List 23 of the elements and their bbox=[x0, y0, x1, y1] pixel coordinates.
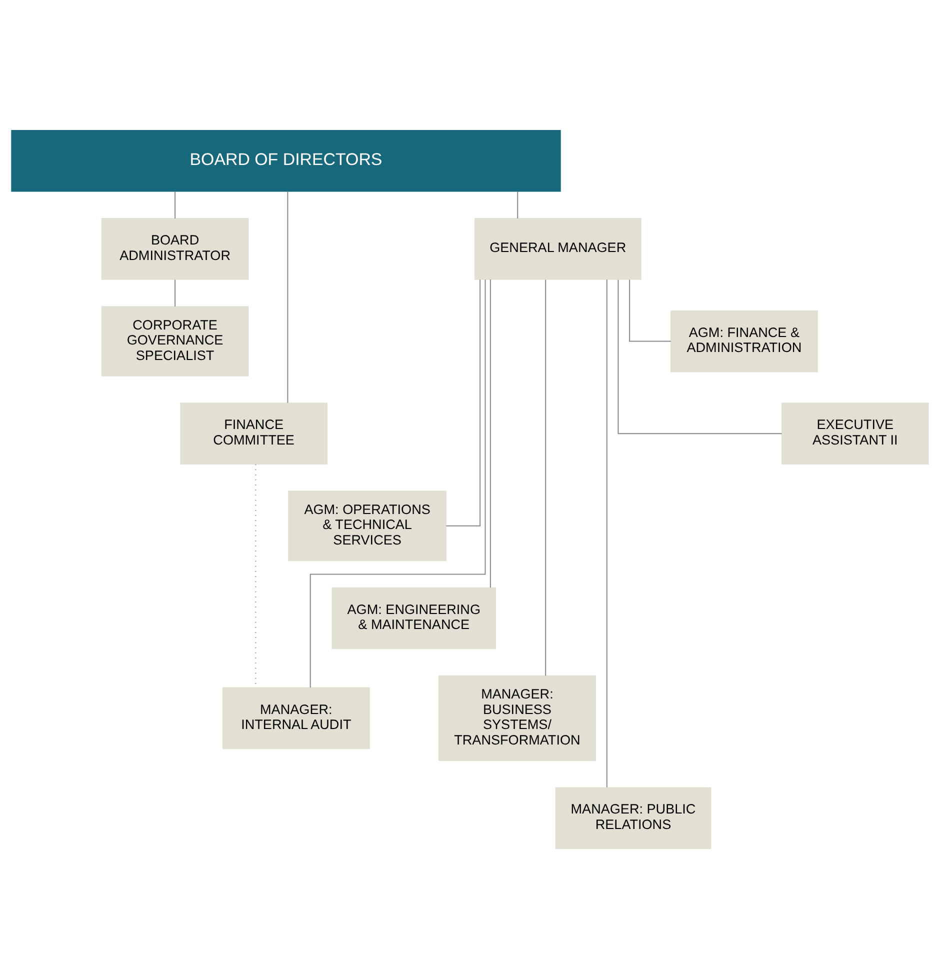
node-box: BOARD OF DIRECTORS bbox=[11, 130, 561, 192]
node-box: MANAGER: BUSINESS SYSTEMS/ TRANSFORMATION bbox=[438, 675, 596, 761]
node-box: MANAGER: PUBLIC RELATIONS bbox=[555, 787, 712, 850]
node-box: MANAGER: INTERNAL AUDIT bbox=[222, 687, 370, 750]
node-box: BOARD ADMINISTRATOR bbox=[101, 218, 249, 280]
node-box: EXECUTIVE ASSISTANT II bbox=[781, 402, 929, 465]
connector bbox=[517, 191, 518, 218]
node-box: GENERAL MANAGER bbox=[474, 218, 642, 280]
connector bbox=[446, 280, 481, 526]
connector bbox=[629, 280, 671, 342]
node-box: AGM: OPERATIONS & TECHNICAL SERVICES bbox=[288, 490, 446, 562]
connector bbox=[287, 191, 288, 403]
connector bbox=[606, 280, 608, 788]
node-box: CORPORATE GOVERNANCE SPECIALIST bbox=[101, 306, 249, 376]
connector bbox=[618, 280, 782, 434]
connector bbox=[174, 280, 176, 307]
node-box: AGM: ENGINEERING & MAINTENANCE bbox=[332, 587, 496, 650]
connector bbox=[545, 280, 546, 676]
connector bbox=[174, 191, 176, 218]
node-box: AGM: FINANCE & ADMINISTRATION bbox=[670, 310, 818, 372]
node-box: FINANCE COMMITTEE bbox=[180, 402, 328, 465]
connector bbox=[490, 280, 491, 588]
connector bbox=[310, 280, 486, 688]
